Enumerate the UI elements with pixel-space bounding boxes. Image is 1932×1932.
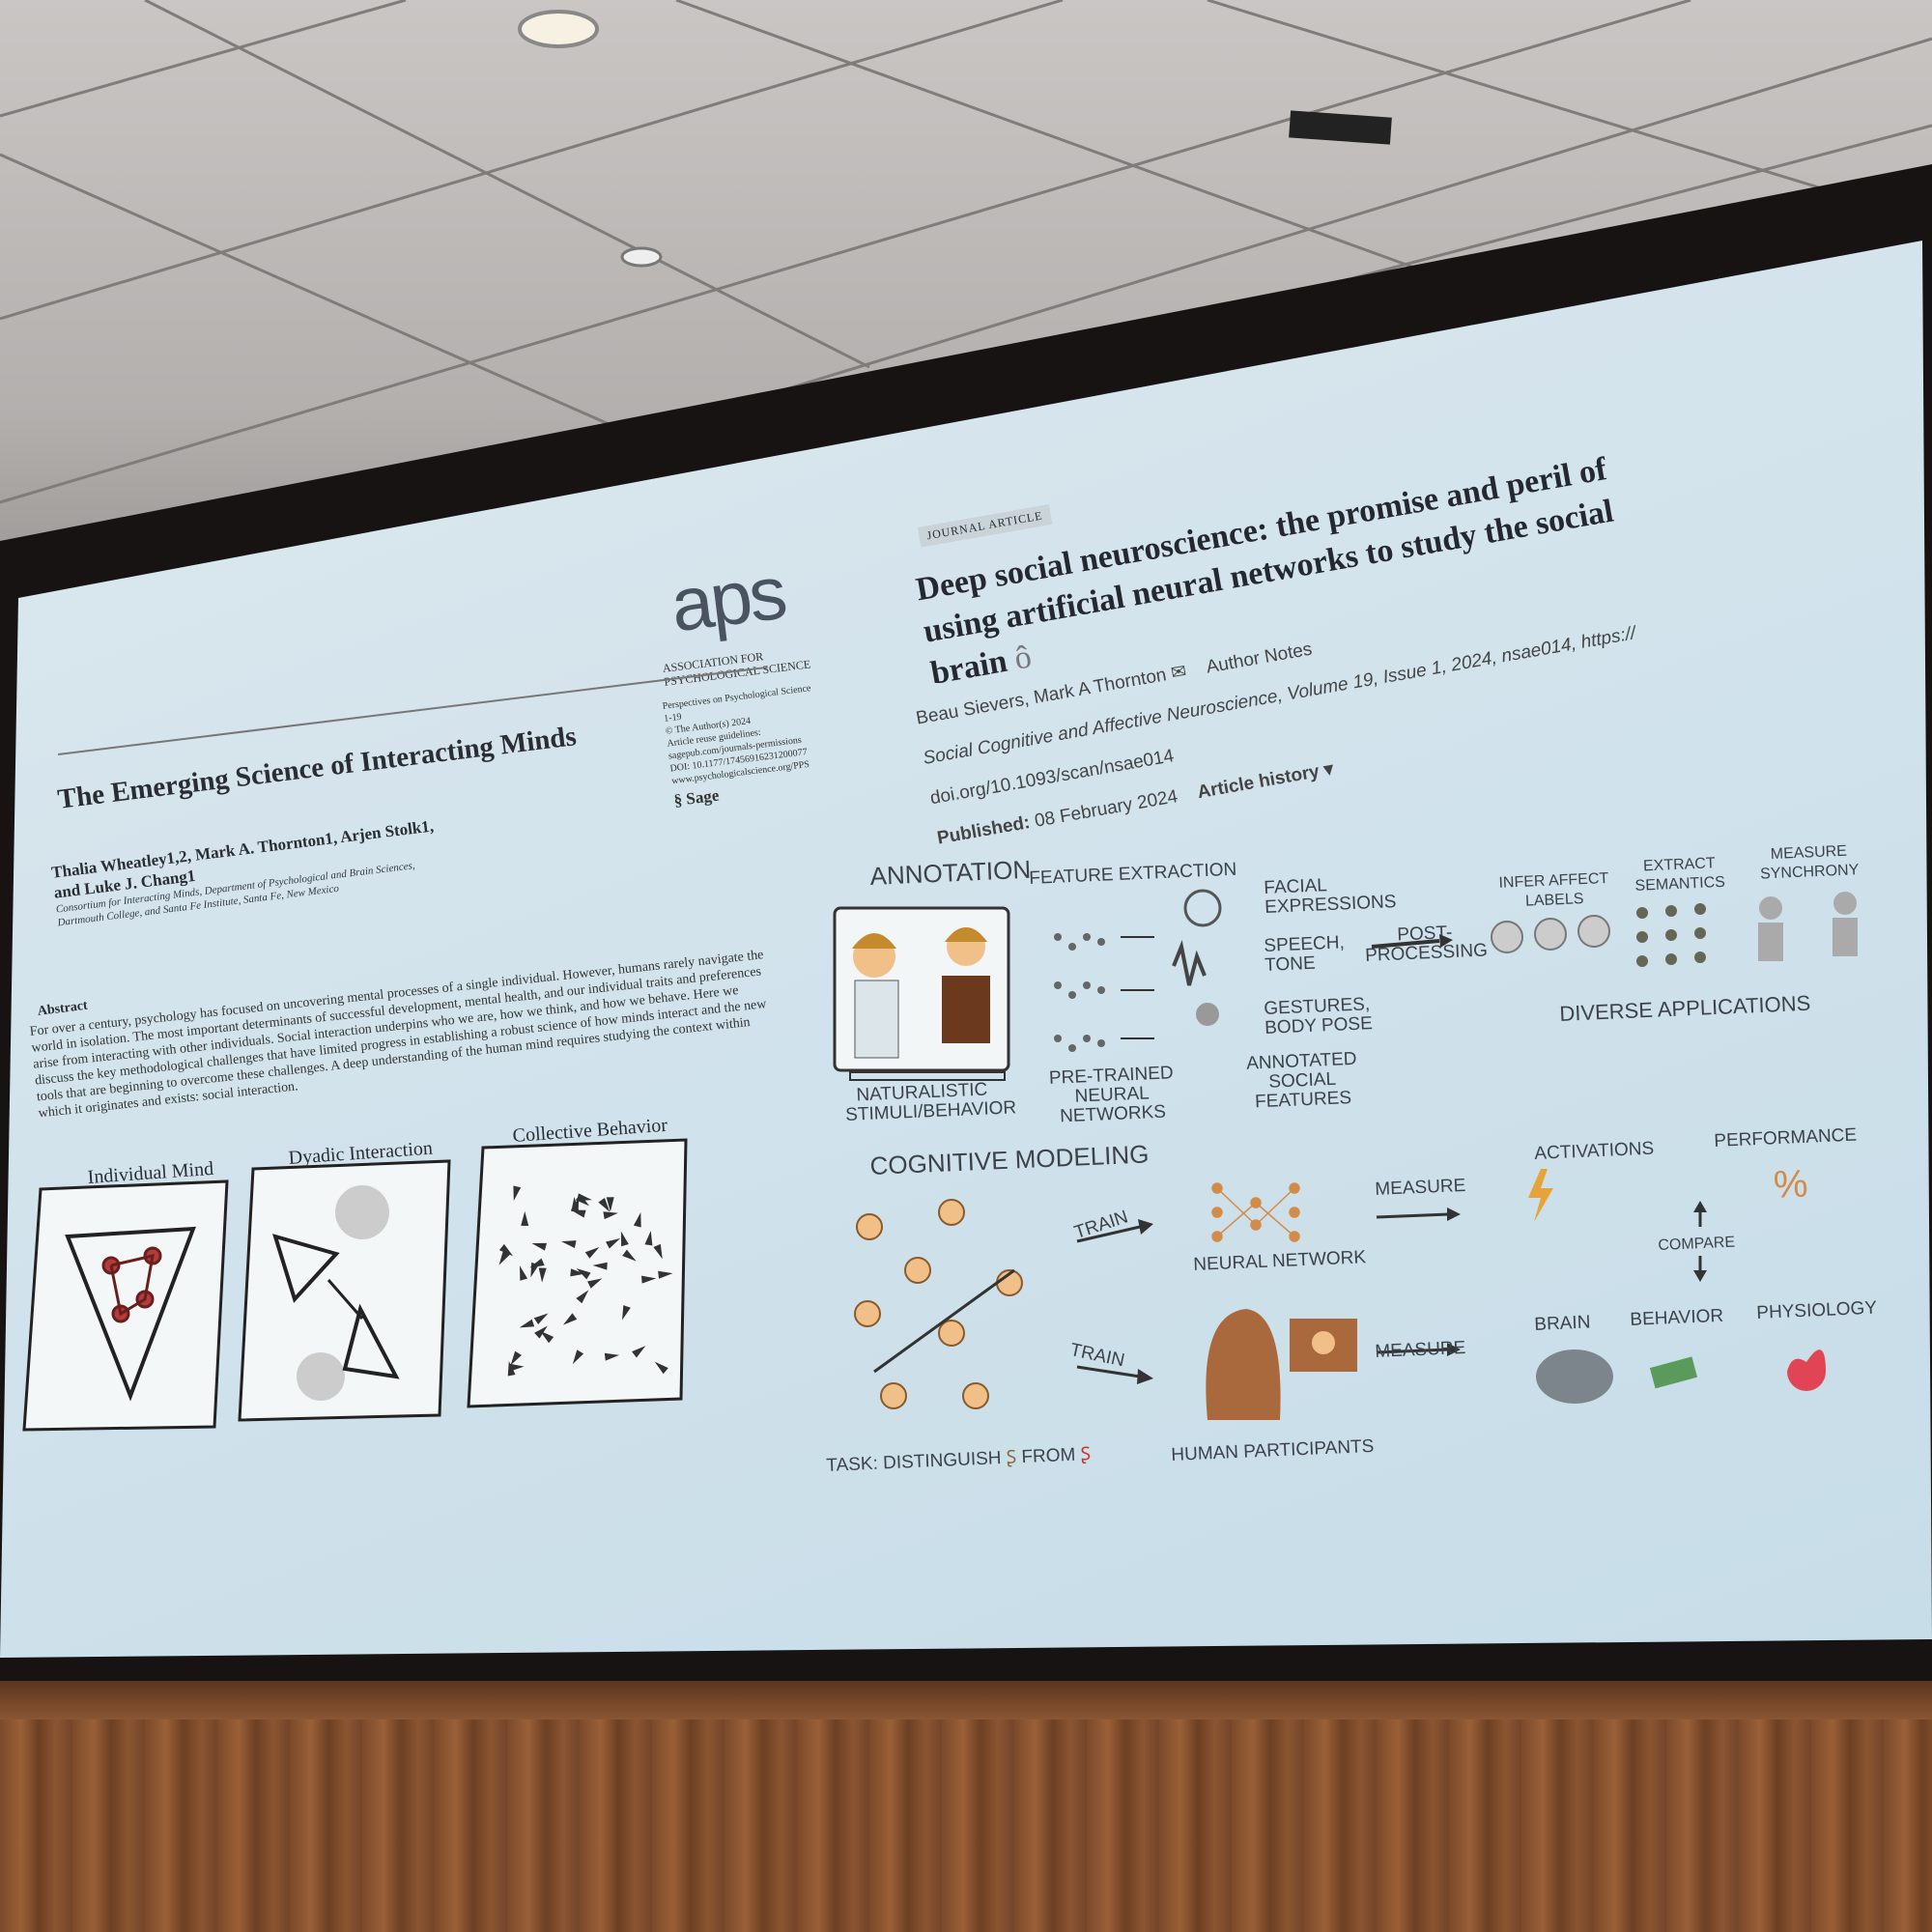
measure-label: MEASURE bbox=[1374, 1337, 1466, 1362]
agent-arrow-icon bbox=[521, 1210, 529, 1226]
agent-arrow-icon bbox=[519, 1319, 535, 1328]
agent-arrow-icon bbox=[653, 1243, 663, 1260]
agent-arrow-icon bbox=[658, 1270, 673, 1279]
heart-physiology-icon bbox=[1787, 1350, 1826, 1391]
percent-icon: % bbox=[1773, 1162, 1809, 1207]
semantic-dots-icon bbox=[1636, 903, 1706, 967]
agent-arrow-icon bbox=[561, 1240, 577, 1248]
agent-arrow-icon bbox=[632, 1346, 646, 1358]
agent-arrow-icon bbox=[539, 1330, 554, 1344]
agent-arrow-icon bbox=[584, 1246, 600, 1259]
agent-arrow-icon bbox=[572, 1350, 584, 1365]
agent-arrow-icon bbox=[571, 1209, 586, 1218]
stimulus-icon: ʂ bbox=[1080, 1444, 1092, 1465]
agent-arrow-icon bbox=[606, 1237, 621, 1249]
annotation-pipeline-figure bbox=[833, 889, 1858, 1420]
agent-arrow-icon bbox=[598, 1198, 611, 1212]
agent-arrow-icon bbox=[509, 1363, 525, 1372]
agent-arrow-icon bbox=[606, 1197, 614, 1212]
agent-arrow-icon bbox=[570, 1268, 585, 1277]
face-stimuli-icons bbox=[854, 1199, 1023, 1409]
agent-arrow-icon bbox=[633, 1211, 641, 1228]
published-label: Published: bbox=[935, 812, 1032, 849]
collective-behavior-panel bbox=[467, 1138, 688, 1408]
compare-label: COMPARE bbox=[1658, 1234, 1736, 1254]
agent-arrow-icon bbox=[498, 1243, 514, 1257]
person-gesture-icon bbox=[1196, 1003, 1219, 1026]
journal-meta: Perspectives on Psychological Science 1-… bbox=[662, 682, 824, 810]
emoji-faces-icon bbox=[1491, 915, 1610, 953]
brain-icon bbox=[1536, 1350, 1613, 1404]
agent-arrow-icon bbox=[531, 1242, 547, 1251]
agent-arrow-icon bbox=[644, 1230, 653, 1246]
agent-arrow-icon bbox=[575, 1193, 590, 1207]
waveform-icon bbox=[1172, 940, 1207, 986]
video-frame-icon bbox=[833, 906, 1010, 1081]
individual-mind-panel bbox=[22, 1179, 229, 1432]
neural-network-icon bbox=[1211, 1182, 1300, 1242]
stimulus-icon: ʂ bbox=[1006, 1447, 1017, 1468]
measure-label: MEASURE bbox=[1374, 1175, 1466, 1200]
agent-arrow-icon bbox=[622, 1305, 631, 1321]
triangle-mind-icon bbox=[65, 1226, 196, 1402]
agent-arrow-icon bbox=[533, 1313, 549, 1325]
task-from: FROM bbox=[1020, 1444, 1076, 1468]
agent-arrow-icon bbox=[520, 1265, 528, 1281]
agent-arrow-icon bbox=[576, 1290, 589, 1304]
agent-arrow-icon bbox=[603, 1211, 618, 1220]
agent-arrow-icon bbox=[538, 1267, 547, 1283]
open-access-icon: ô bbox=[1011, 639, 1035, 677]
aps-logo: aps bbox=[666, 549, 789, 648]
agent-arrow-icon bbox=[571, 1196, 580, 1212]
agent-arrow-icon bbox=[592, 1262, 608, 1270]
agent-arrow-icon bbox=[510, 1350, 522, 1366]
ceiling-light-icon bbox=[518, 10, 599, 48]
interaction-panels-figure bbox=[22, 1138, 688, 1432]
agent-arrow-icon bbox=[620, 1231, 629, 1247]
sage-label: Sage bbox=[685, 785, 721, 809]
agent-arrow-icon bbox=[604, 1352, 620, 1361]
neural-network-stacks-icon bbox=[1054, 933, 1105, 1052]
agent-arrow-icon bbox=[529, 1258, 545, 1268]
agent-arrow-icon bbox=[622, 1249, 637, 1262]
lightning-icon bbox=[1528, 1169, 1553, 1222]
agent-arrow-icon bbox=[498, 1250, 510, 1265]
dyadic-interaction-panel bbox=[238, 1159, 451, 1422]
synchrony-people-icon bbox=[1758, 892, 1858, 961]
money-hand-icon bbox=[1649, 1356, 1698, 1389]
stage-curtain bbox=[0, 1681, 1932, 1932]
face-icon bbox=[1183, 889, 1222, 927]
agent-arrow-icon bbox=[562, 1313, 578, 1325]
brain-label: BRAIN bbox=[1533, 1312, 1591, 1335]
email-icon[interactable]: ✉ bbox=[1169, 661, 1188, 685]
agent-arrow-icon bbox=[587, 1278, 603, 1289]
agent-arrow-icon bbox=[513, 1185, 522, 1201]
behavior-label: BEHAVIOR bbox=[1629, 1305, 1724, 1330]
human-participant-icon bbox=[1206, 1309, 1281, 1420]
agent-arrow-icon bbox=[654, 1361, 668, 1375]
agent-arrow-icon bbox=[640, 1275, 657, 1284]
